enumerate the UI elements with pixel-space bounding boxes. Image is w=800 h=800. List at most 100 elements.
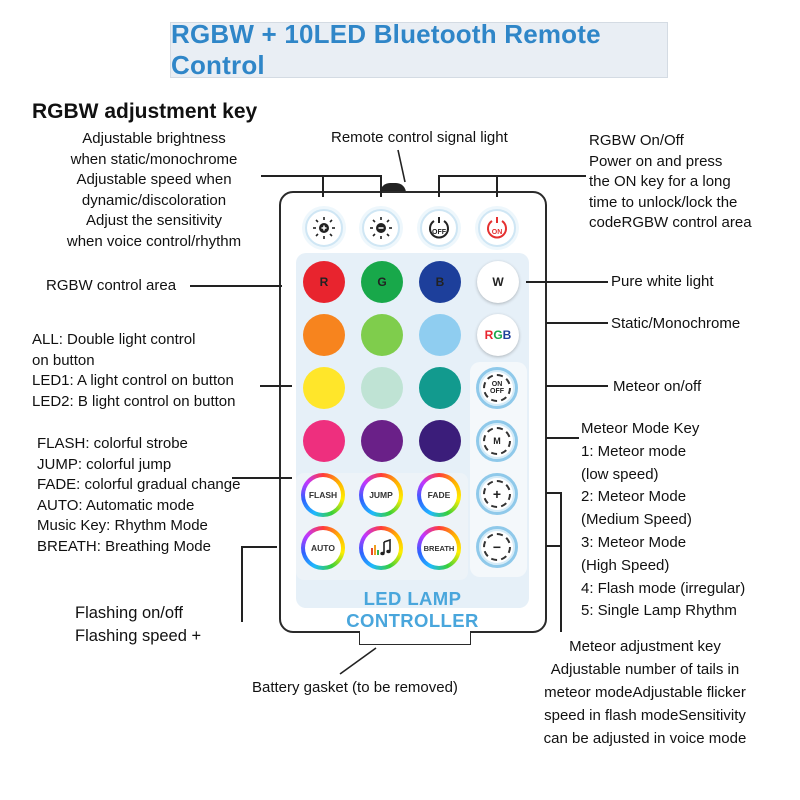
power-off-button[interactable]: OFF (420, 209, 458, 247)
callout-line (546, 385, 608, 387)
button-label: FLASH (305, 477, 341, 513)
button-label: FADE (421, 477, 457, 513)
rgbw-adjust-description: Adjustable brightness when static/monoch… (34, 129, 274, 252)
meteor-mode-button[interactable]: M (476, 420, 518, 462)
signal-light-label: Remote control signal light (331, 129, 508, 146)
callout-line (232, 477, 292, 479)
jump-button[interactable]: JUMP (359, 473, 403, 517)
battery-gasket-label: Battery gasket (to be removed) (252, 679, 458, 696)
rgbw-onoff-description: RGBW On/Off Power on and press the ON ke… (589, 131, 752, 234)
plus-icon: + (483, 480, 511, 508)
meteor-adjust-description: Meteor adjustment key Adjustable number … (510, 635, 780, 750)
all-led-description: ALL: Double light control on button LED1… (32, 330, 235, 412)
orange-button[interactable] (303, 314, 345, 356)
label-line: on button (32, 351, 95, 369)
brightness-down-icon (370, 217, 392, 239)
label-line: JUMP: colorful jump (37, 455, 172, 473)
label-line: can be adjusted in voice mode (543, 730, 747, 747)
green-button[interactable]: G (361, 261, 403, 303)
button-label: BREATH (421, 530, 457, 566)
button-label: JUMP (363, 477, 399, 513)
callout-line (260, 385, 292, 387)
flash-button[interactable]: FLASH (301, 473, 345, 517)
callout-line (546, 437, 579, 439)
label-line: Adjust the sensitivity (86, 212, 222, 229)
label-line: Meteor adjustment key (569, 638, 721, 655)
brightness-down-button[interactable] (362, 209, 400, 247)
label-line: the ON key for a long (589, 173, 731, 190)
button-label: AUTO (305, 530, 341, 566)
mint-button[interactable] (361, 367, 403, 409)
label-line: 3: Meteor Mode (581, 533, 687, 551)
callout-line (380, 175, 382, 197)
music-button[interactable] (359, 526, 403, 570)
label-line: 1: Meteor mode (581, 442, 687, 460)
label-line: when voice control/rhythm (66, 232, 242, 250)
teal-button[interactable] (419, 367, 461, 409)
label-line: BREATH: Breathing Mode (37, 537, 211, 555)
rgb-button[interactable]: RGB (477, 314, 519, 356)
callout-line (546, 322, 608, 324)
callout-line (261, 175, 381, 177)
button-label: RGB (484, 328, 512, 342)
label-line: FLASH: colorful strobe (37, 435, 188, 452)
power-off-label: OFF (432, 229, 447, 236)
light-green-button[interactable] (361, 314, 403, 356)
light-blue-button[interactable] (419, 314, 461, 356)
label-line: Flashing on/off (75, 604, 183, 622)
label-line: Flashing speed + (75, 627, 202, 645)
panel-label: LED LAMP CONTROLLER (346, 588, 479, 631)
label-line: Adjustable number of tails in (550, 661, 740, 678)
label-line: (Medium Speed) (581, 511, 692, 529)
callout-line (496, 175, 498, 197)
meteor-mode-description: Meteor Mode Key 1: Meteor mode (low spee… (581, 418, 745, 623)
button-label: B (435, 275, 445, 289)
battery-gasket[interactable] (359, 631, 471, 645)
button-label: R (319, 275, 329, 289)
label-line: FADE: colorful gradual change (37, 476, 241, 493)
breath-button[interactable]: BREATH (417, 526, 461, 570)
red-button[interactable]: R (303, 261, 345, 303)
static-label: Static/Monochrome (611, 315, 741, 332)
label-line: time to unlock/lock the (589, 193, 738, 211)
fade-button[interactable]: FADE (417, 473, 461, 517)
auto-button[interactable]: AUTO (301, 526, 345, 570)
label-line: Meteor Mode Key (581, 420, 700, 437)
callout-line (322, 175, 324, 197)
callout-line (526, 281, 608, 283)
meteor-plus-button[interactable]: + (476, 473, 518, 515)
section-heading: RGBW adjustment key (32, 100, 258, 123)
indigo-button[interactable] (419, 420, 461, 462)
callout-line (546, 545, 560, 547)
label-line: ALL: Double light control (32, 331, 196, 348)
rgbw-control-area-label: RGBW control area (46, 277, 177, 294)
meteor-mode-icon: M (483, 427, 511, 455)
callout-line (438, 175, 440, 197)
power-on-button[interactable]: ON (478, 209, 516, 247)
pink-button[interactable] (303, 420, 345, 462)
label-line: AUTO: Automatic mode (37, 496, 195, 514)
label-line: RGBW On/Off (589, 132, 684, 149)
button-label: G (377, 275, 387, 289)
brightness-up-button[interactable] (305, 209, 343, 247)
label-line: LED2: B light control on button (32, 392, 236, 410)
callout-line (546, 492, 560, 494)
label-line: when static/monochrome (70, 150, 238, 168)
yellow-button[interactable] (303, 367, 345, 409)
callout-line (241, 546, 243, 622)
white-button[interactable]: W (477, 261, 519, 303)
callout-line (439, 175, 586, 177)
label-line: Adjustable brightness (82, 130, 226, 147)
page-title: RGBW + 10LED Bluetooth Remote Control (171, 19, 601, 80)
label-line: Music Key: Rhythm Mode (37, 517, 208, 534)
purple-button[interactable] (361, 420, 403, 462)
label-line: 4: Flash mode (irregular) (581, 579, 746, 597)
music-icon (363, 530, 399, 566)
label-line: 5: Single Lamp Rhythm (581, 602, 737, 620)
meteor-minus-button[interactable]: − (476, 526, 518, 568)
callout-line (397, 149, 406, 183)
blue-button[interactable]: B (419, 261, 461, 303)
modes-description: FLASH: colorful strobe JUMP: colorful ju… (37, 434, 240, 557)
